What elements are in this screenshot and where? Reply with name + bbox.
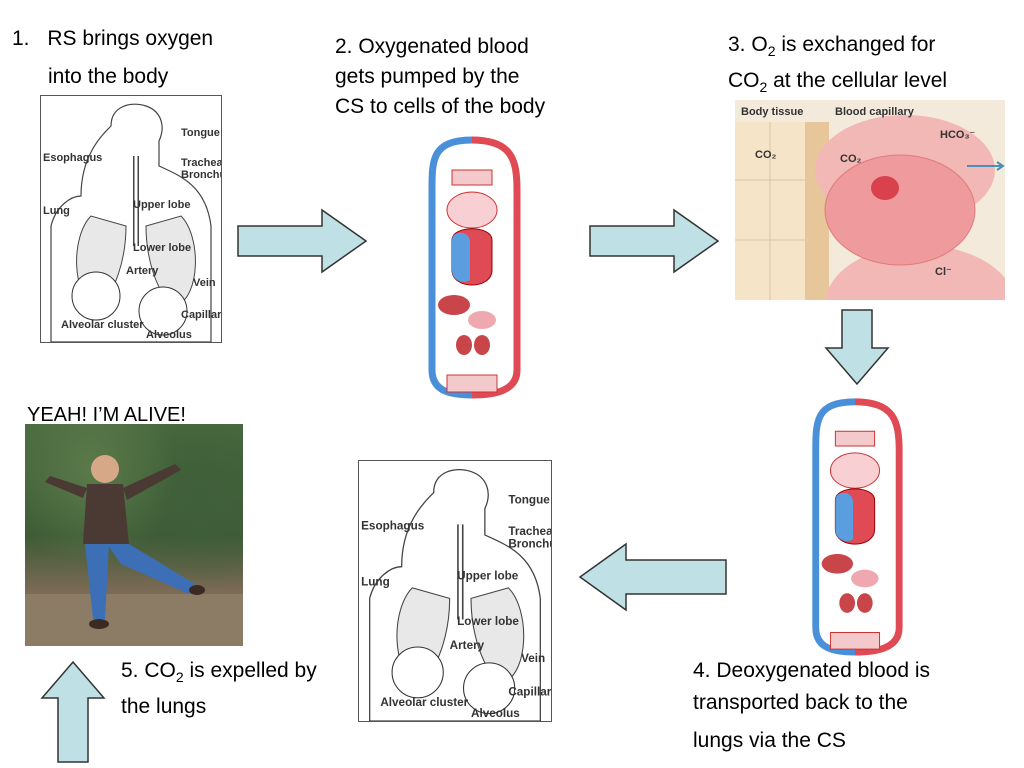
step1-number: 1. [12, 27, 30, 50]
circulatory-diagram-bottom [775, 392, 935, 657]
step3-line2-post: at the cellular level [767, 69, 948, 93]
arrow-right-2 [588, 208, 720, 274]
step5-line1-sub: 2 [175, 669, 184, 686]
photo-caption: YEAH! I’M ALIVE! [27, 404, 186, 426]
label-alveolus: Alveolus [146, 329, 192, 341]
step4-line2: transported back to the [693, 691, 908, 714]
cellular-exchange-diagram: Body tissue Blood capillary CO₂ CO₂ HCO₃… [735, 100, 1005, 300]
label-bronchus: Bronchus [181, 169, 221, 181]
label-artery: Artery [126, 265, 159, 277]
step3-caption: 3. O2 is exchanged for CO2 at the cellul… [728, 30, 1018, 102]
label-cl: Cl⁻ [935, 266, 952, 278]
arrow-down [824, 308, 890, 386]
label-vein: Vein [193, 277, 216, 289]
step3-line1-sub: 2 [767, 43, 776, 60]
step2-caption: 2. Oxygenated blood gets pumped by the C… [335, 32, 615, 122]
step4-line3: lungs via the CS [693, 729, 846, 752]
label-esophagus-b: Esophagus [361, 520, 424, 533]
step2-line2: gets pumped by the [335, 65, 520, 88]
step5-line1-pre: 5. CO [121, 659, 176, 682]
label-lower-lobe-b: Lower lobe [457, 615, 519, 628]
step3-line2-pre: CO [728, 69, 760, 93]
label-co2-tissue: CO₂ [755, 149, 777, 161]
label-esophagus: Esophagus [43, 152, 102, 164]
label-lung-b: Lung [361, 576, 390, 589]
circulatory-diagram-top [392, 130, 552, 400]
step1-line1: RS brings oxygen [47, 27, 214, 50]
step3-line1-pre: 3. O [728, 33, 768, 56]
respiratory-diagram-bottom: Tongue Trachea Bronchus Esophagus Lung U… [358, 460, 568, 722]
step1-caption: 1. RS brings oxygen into the body [12, 24, 272, 100]
step4-caption: 4. Deoxygenated blood is transported bac… [693, 656, 1013, 756]
step5-line2: the lungs [121, 695, 207, 719]
label-lower-lobe: Lower lobe [133, 242, 191, 254]
label-bronchus-b: Bronchus [508, 538, 551, 551]
label-lung: Lung [43, 205, 70, 217]
arrow-left [578, 542, 728, 612]
step2-line1: 2. Oxygenated blood [335, 35, 529, 58]
step5-line1: 5. CO2 is expelled by [121, 656, 361, 692]
label-tongue: Tongue [181, 127, 220, 139]
step1-line2: into the body [48, 65, 169, 88]
step2-line3: CS to cells of the body [335, 95, 546, 118]
label-upper-lobe: Upper lobe [133, 199, 190, 211]
arrow-up [40, 660, 106, 764]
label-blood-capillary: Blood capillary [835, 106, 915, 118]
step3-line2: CO2 at the cellular level [728, 66, 1018, 102]
arrow-right-1 [236, 208, 368, 274]
celebration-photo [25, 424, 243, 646]
label-alveolar-cluster-b: Alveolar cluster [380, 696, 468, 709]
label-capillaries-b: Capillaries [508, 686, 551, 699]
label-alveolar-cluster: Alveolar cluster [61, 319, 144, 331]
label-tongue-b: Tongue [508, 493, 550, 506]
respiratory-svg-top: Tongue Trachea Bronchus Esophagus Lung U… [43, 103, 237, 343]
label-co2-capillary: CO₂ [840, 153, 862, 165]
label-artery-b: Artery [450, 639, 485, 652]
label-upper-lobe-b: Upper lobe [457, 569, 519, 582]
label-hco3: HCO₃⁻ [940, 129, 976, 141]
label-trachea-b: Trachea [508, 525, 551, 538]
step5-caption: 5. CO2 is expelled by the lungs [121, 656, 361, 722]
label-vein-b: Vein [521, 652, 545, 665]
label-body-tissue: Body tissue [741, 106, 803, 118]
respiratory-diagram-top: Tongue Trachea Bronchus Esophagus Lung U… [40, 95, 237, 343]
step3-line2-sub: 2 [759, 79, 768, 96]
label-alveolus-b: Alveolus [471, 707, 520, 720]
label-capillaries: Capillaries [181, 309, 221, 321]
step3-line1-post: is exchanged for [775, 33, 936, 56]
step4-line1: 4. Deoxygenated blood is [693, 659, 930, 682]
step3-line1: 3. O2 is exchanged for [728, 30, 1018, 66]
label-trachea: Trachea [181, 157, 221, 169]
step5-line1-post: is expelled by [183, 659, 317, 682]
